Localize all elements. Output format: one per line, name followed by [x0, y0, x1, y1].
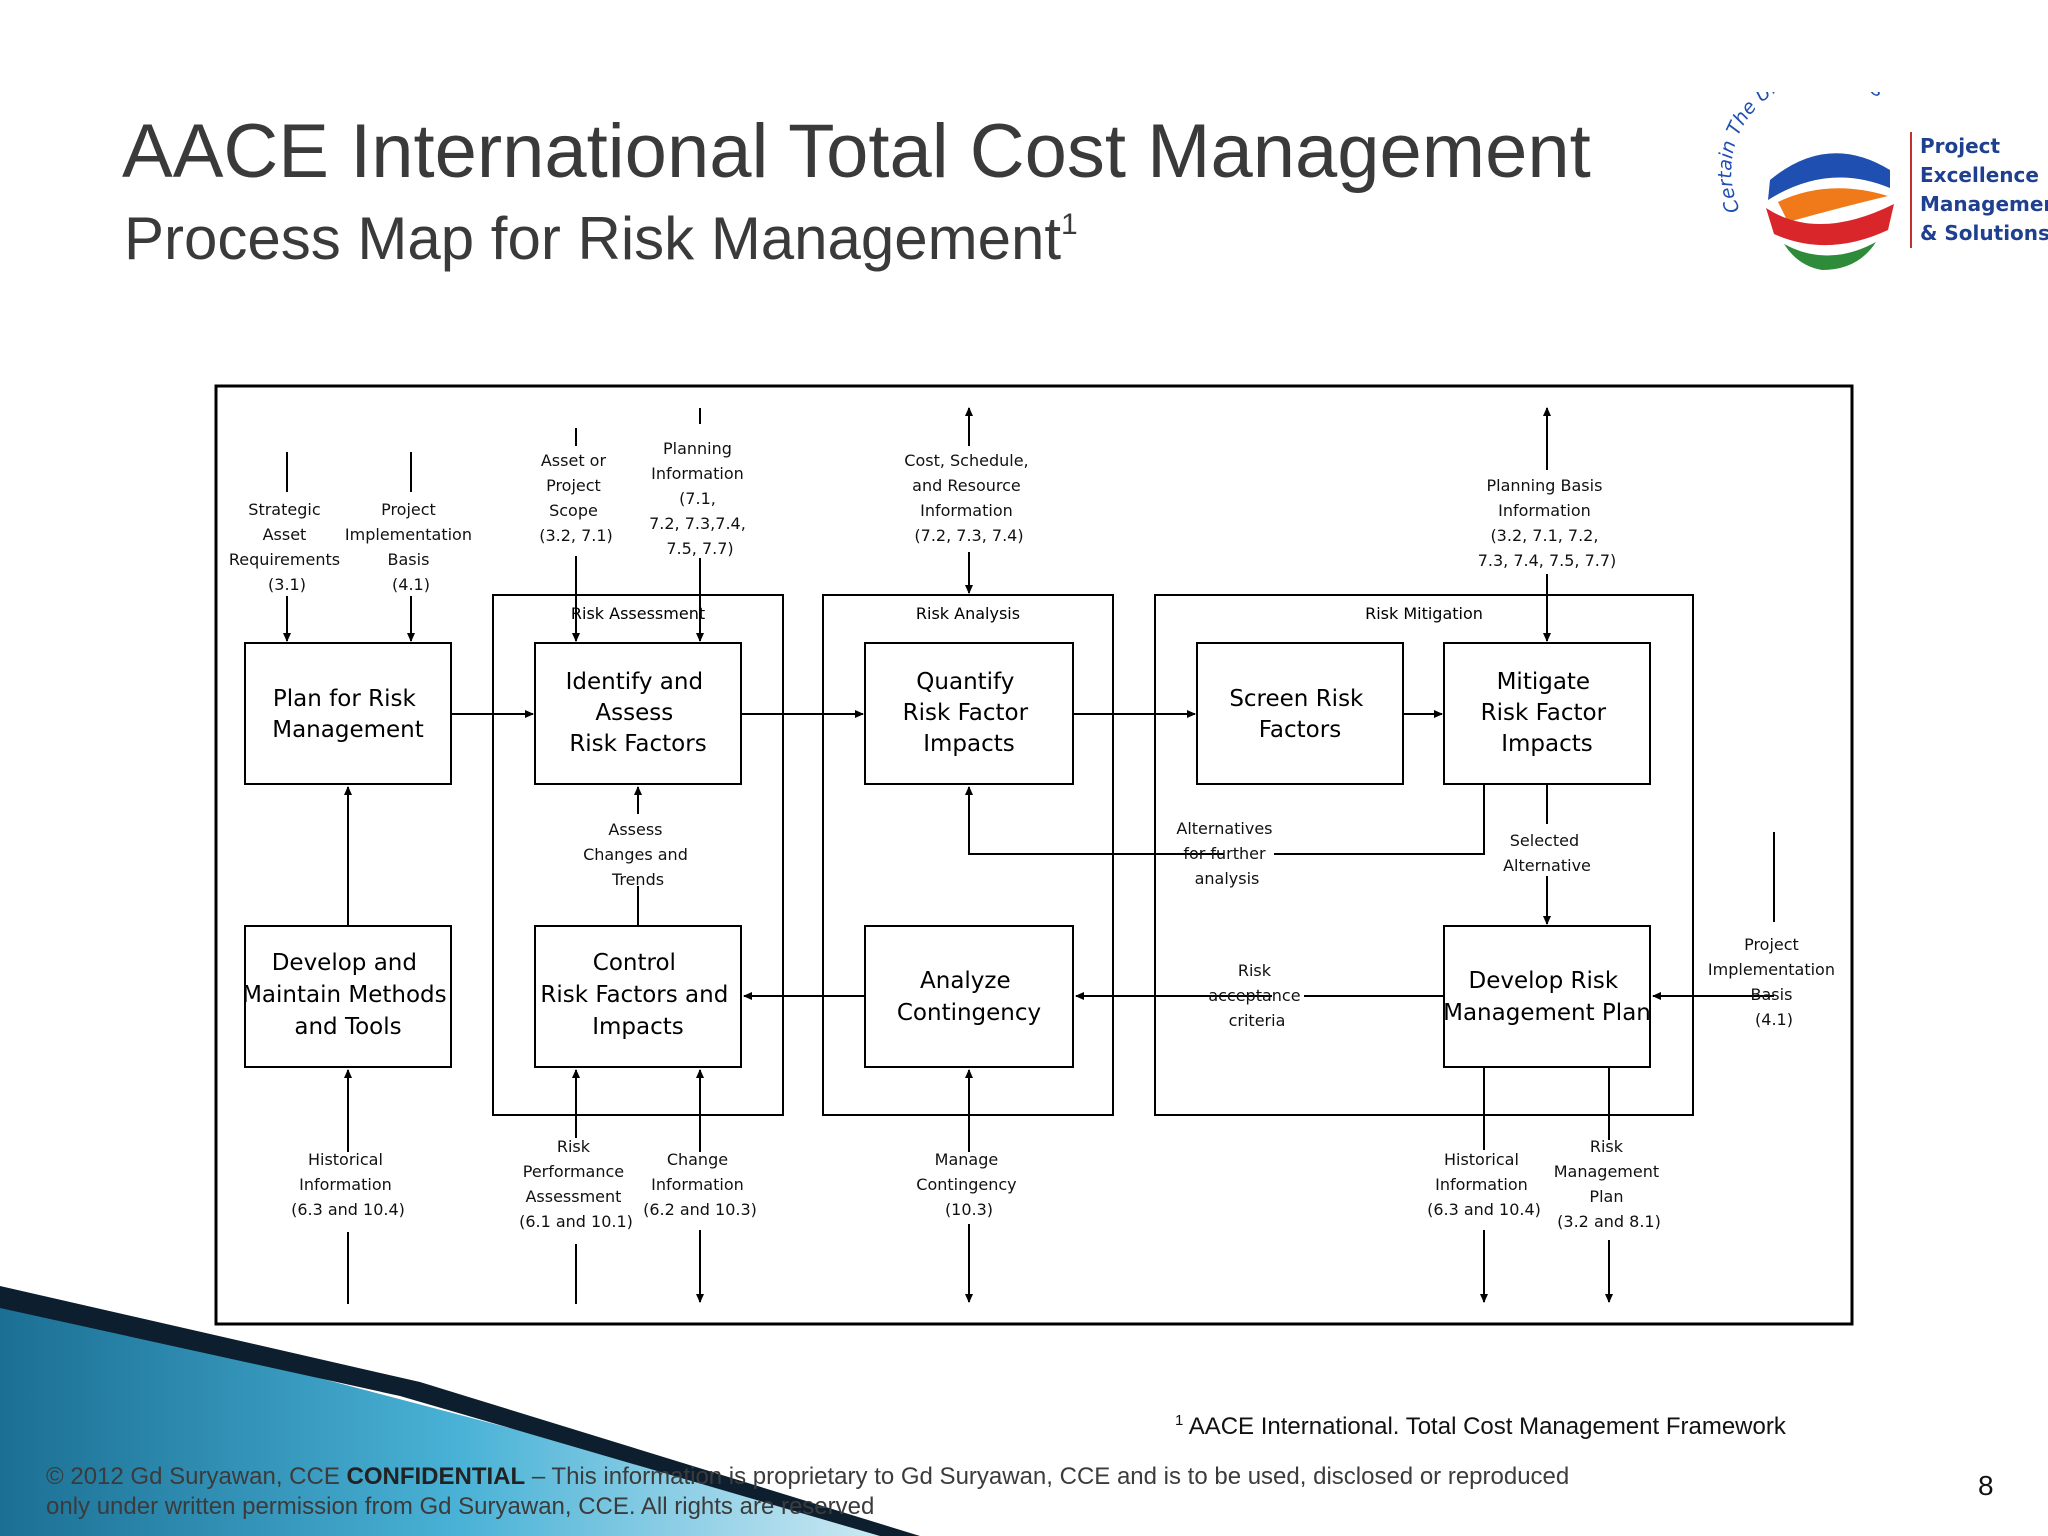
diagram-frame: [214, 384, 1854, 1326]
quantify-risk-box: [864, 642, 1074, 785]
company-logo: Certain The Uncertainties: [1718, 92, 1894, 270]
footnote: 1 AACE International. Total Cost Managem…: [1175, 1412, 1786, 1440]
label-alternatives: Alternatives for further analysis: [1176, 819, 1277, 888]
risk-assessment-group: [492, 594, 784, 1116]
label-risk-plan: Risk Management Plan (3.2 and 8.1): [1554, 1137, 1665, 1231]
logo-red-wave: [1766, 204, 1894, 246]
develop-plan-box: [1443, 925, 1651, 1068]
label-project-basis-right: Project Implementation Basis (4.1): [1708, 935, 1840, 1029]
logo-text: Project Excellence Management & Solution…: [1910, 132, 2048, 248]
slide-title: AACE International Total Cost Management: [122, 109, 1591, 194]
decorative-wedge: [0, 1286, 920, 1536]
control-risk-text: Control Risk Factors and Impacts: [540, 950, 735, 1040]
label-acceptance: Risk acceptance criteria: [1208, 961, 1305, 1030]
plan-risk-text: Plan for Risk Management: [272, 686, 424, 743]
process-map-diagram: Risk Assessment Risk Analysis Risk Mitig…: [214, 384, 1854, 1326]
analyze-contingency-box: [864, 925, 1074, 1068]
label-assess-changes: Assess Changes and Trends: [583, 820, 693, 889]
screen-risk-box: [1196, 642, 1404, 785]
control-risk-box: [534, 925, 742, 1068]
logo-green-wave: [1784, 242, 1876, 270]
develop-methods-box: [244, 925, 452, 1068]
label-asset-scope: Asset or Project Scope (3.2, 7.1): [539, 451, 613, 545]
quantify-risk-text: Quantify Risk Factor Impacts: [903, 669, 1036, 757]
logo-orange-wave: [1778, 188, 1888, 222]
identify-risk-box: [534, 642, 742, 785]
develop-methods-text: Develop and Maintain Methods and Tools: [242, 950, 454, 1040]
screen-risk-text: Screen Risk Factors: [1229, 686, 1370, 743]
mitigate-risk-text: Mitigate Risk Factor Impacts: [1481, 669, 1614, 757]
page-number: 8: [1978, 1470, 1994, 1501]
risk-assessment-label: Risk Assessment: [571, 604, 705, 623]
analyze-contingency-text: Analyze Contingency: [897, 968, 1041, 1026]
risk-mitigation-label: Risk Mitigation: [1365, 604, 1483, 623]
arrow-alternatives-to-quantify: [965, 786, 1224, 855]
label-planning-info: Planning Information (7.1, 7.2, 7.3,7.4,…: [649, 439, 751, 558]
develop-plan-text: Develop Risk Management Plan: [1443, 968, 1651, 1026]
label-planning-basis: Planning Basis Information (3.2, 7.1, 7.…: [1478, 476, 1617, 570]
label-strategic: Strategic Asset Requirements (3.1): [229, 500, 345, 594]
label-historical-left: Historical Information (6.3 and 10.4): [291, 1150, 405, 1219]
plan-risk-box: [244, 642, 452, 785]
label-historical-right: Historical Information (6.3 and 10.4): [1427, 1150, 1541, 1219]
logo-blue-wave: [1768, 153, 1890, 200]
identify-risk-text: Identify and Assess Risk Factors: [566, 669, 711, 757]
risk-analysis-label: Risk Analysis: [916, 604, 1020, 623]
slide-subtitle: Process Map for Risk Management1: [124, 205, 1078, 272]
label-selected-alternative: Selected Alternative: [1503, 831, 1591, 875]
label-risk-perf: Risk Performance Assessment (6.1 and 10.…: [519, 1137, 633, 1231]
line-alternatives-right: [1274, 784, 1485, 855]
label-manage-contingency: Manage Contingency (10.3): [916, 1150, 1021, 1219]
label-change-info: Change Information (6.2 and 10.3): [643, 1150, 757, 1219]
copyright-notice: © 2012 Gd Suryawan, CCE CONFIDENTIAL – T…: [46, 1463, 1570, 1520]
label-cost-schedule: Cost, Schedule, and Resource Information…: [904, 451, 1033, 545]
label-project-basis-top: Project Implementation Basis (4.1): [345, 500, 477, 594]
